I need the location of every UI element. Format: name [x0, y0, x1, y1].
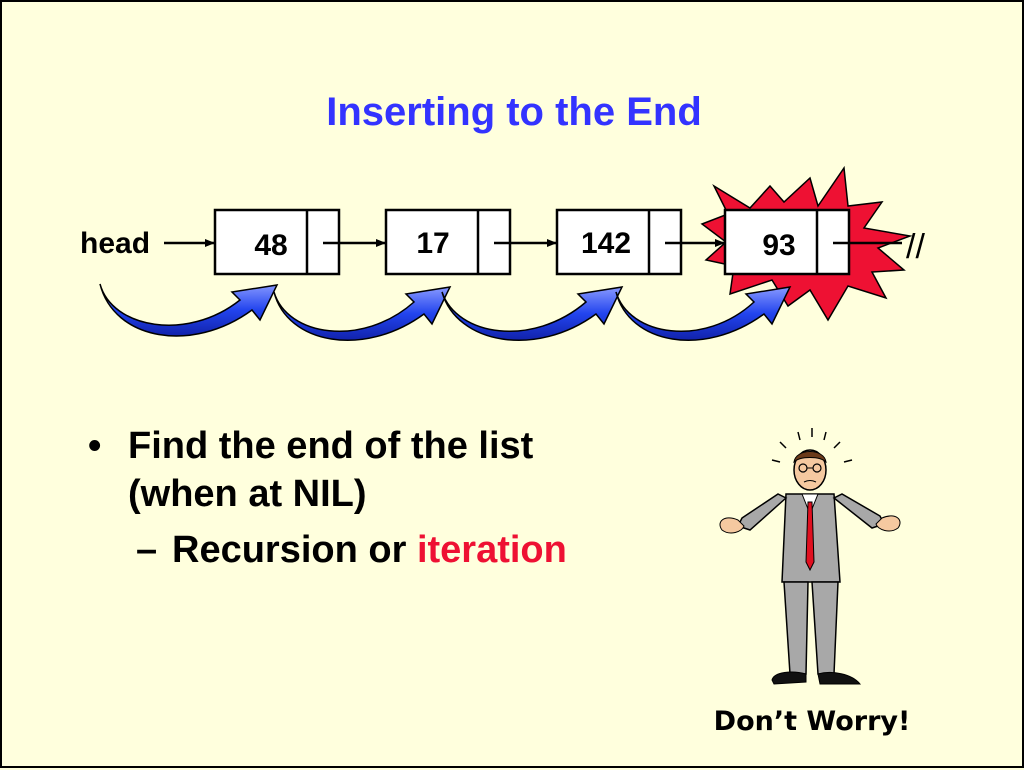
node-value: 48 — [254, 229, 287, 262]
bullet-line: (when at NIL) — [128, 473, 367, 515]
recursion-arrow — [99, 283, 279, 337]
bullet-text: Find the end of the list (when at NIL) — [128, 422, 567, 518]
recursion-arrow — [273, 286, 452, 341]
list-node: 17 — [384, 208, 512, 276]
sub-bullet-item: – Recursion or iteration — [88, 526, 567, 574]
list-node: 93 — [723, 208, 851, 276]
node-value: 17 — [416, 227, 449, 260]
list-node: 142 — [555, 208, 683, 276]
bullet-list: • Find the end of the list (when at NIL)… — [88, 422, 567, 574]
sub-bullet-highlight: iteration — [416, 529, 567, 571]
list-node: 48 — [213, 208, 341, 276]
clipart-caption: Don’t Worry! — [713, 706, 911, 737]
head-label: head — [80, 227, 150, 260]
recursion-arrow — [441, 286, 624, 341]
recursion-arrows — [99, 283, 792, 341]
slide-title: Inserting to the End — [326, 90, 702, 134]
sub-bullet-dash: – — [136, 529, 158, 571]
bullet-dot: • — [88, 425, 102, 467]
null-marker: // — [906, 228, 925, 266]
node-value: 93 — [762, 229, 795, 262]
recursion-arrow — [615, 286, 792, 341]
sub-bullet-prefix: Recursion or — [172, 529, 417, 571]
bullet-line: Find the end of the list — [128, 425, 534, 467]
node-value: 142 — [581, 227, 631, 260]
shrugging-man-clipart — [719, 428, 901, 685]
bullet-item: • Find the end of the list (when at NIL) — [88, 422, 567, 518]
